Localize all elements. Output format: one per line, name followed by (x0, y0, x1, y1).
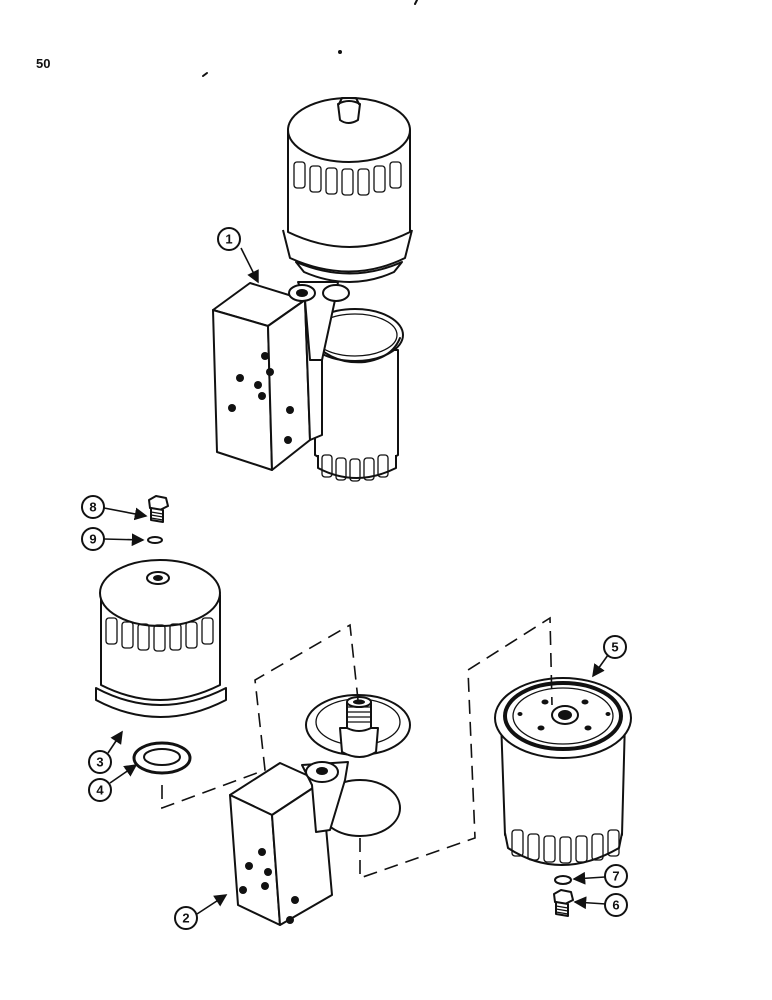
svg-text:1: 1 (225, 232, 232, 247)
assembly-lower-filter (306, 308, 404, 482)
washer-item-7 (554, 875, 572, 885)
callout-5: 5 (592, 635, 627, 678)
callout-9: 9 (81, 527, 145, 551)
callout-2: 2 (174, 894, 228, 930)
washer-item-9 (147, 536, 163, 544)
alignment-dashed-lines (161, 616, 553, 880)
assembly-top (212, 97, 413, 482)
plug-item-6 (553, 889, 574, 917)
gasket-item-4 (132, 741, 192, 775)
svg-text:6: 6 (612, 898, 619, 913)
svg-text:8: 8 (89, 500, 96, 515)
callout-1: 1 (217, 227, 259, 284)
filter-item-3 (95, 559, 227, 718)
svg-text:4: 4 (96, 783, 104, 798)
callout-3: 3 (88, 730, 123, 774)
assembly-bracket (212, 281, 350, 471)
page-number: 50 (36, 56, 51, 71)
plug-item-8 (148, 495, 169, 523)
svg-text:2: 2 (182, 911, 189, 926)
callout-6: 6 (573, 893, 628, 917)
filter-head-item-2 (229, 694, 411, 926)
callout-4: 4 (88, 764, 138, 802)
svg-text:7: 7 (612, 869, 619, 884)
callout-7: 7 (572, 864, 628, 888)
svg-text:3: 3 (96, 755, 103, 770)
filter-item-5 (494, 677, 632, 866)
assembly-upper-filter (282, 97, 413, 283)
callout-8: 8 (81, 495, 148, 521)
svg-text:5: 5 (611, 640, 618, 655)
svg-text:9: 9 (89, 532, 96, 547)
